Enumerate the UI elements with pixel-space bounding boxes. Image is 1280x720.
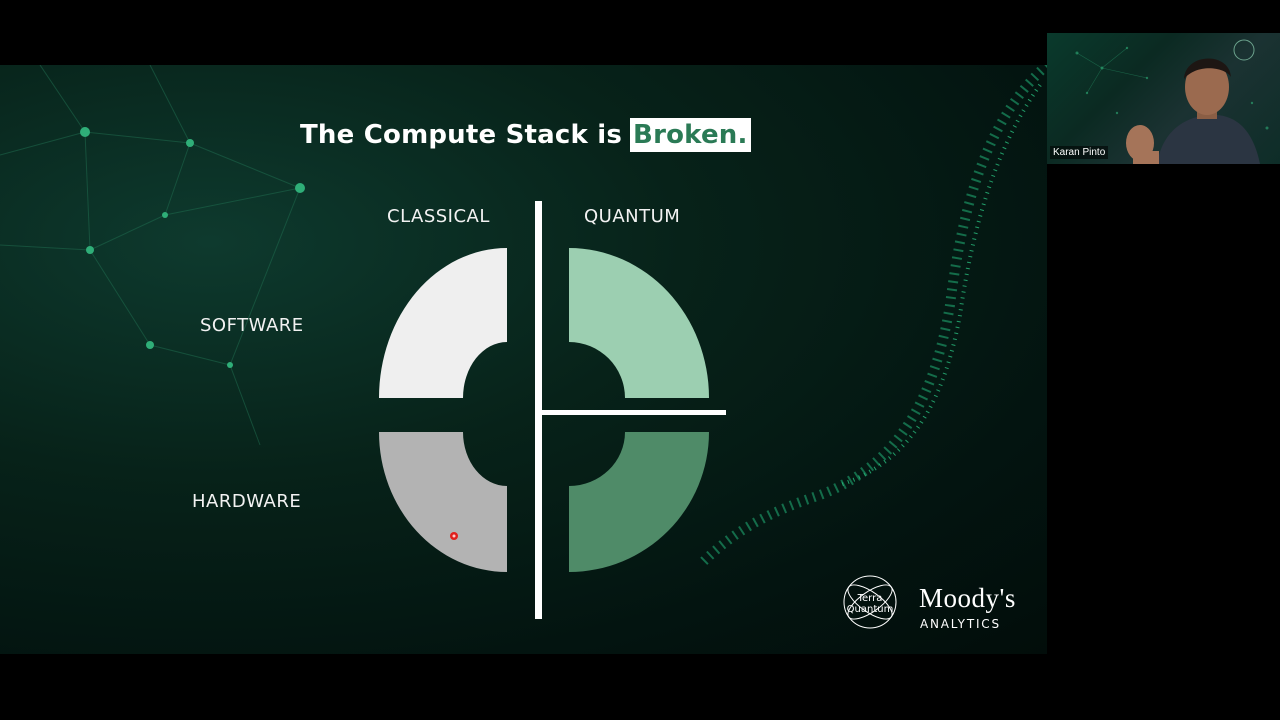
row-label-hardware: HARDWARE [192, 491, 302, 512]
title-text: The Compute Stack is [300, 120, 623, 150]
compute-stack-diagram [379, 201, 726, 619]
participant-video-feed [1075, 39, 1269, 164]
quantum-software-quadrant [569, 248, 709, 398]
classical-hardware-quadrant [379, 432, 507, 572]
network-background [0, 65, 1047, 569]
horizontal-divider [542, 410, 726, 415]
vertical-divider [535, 201, 542, 619]
quantum-hardware-quadrant [569, 432, 709, 572]
column-label-quantum: QUANTUM [584, 206, 681, 227]
participant-video-tile[interactable]: Karan Pinto [1047, 33, 1280, 164]
title-highlight: Broken. [630, 118, 751, 152]
terra-quantum-logo [843, 575, 897, 629]
row-label-software: SOFTWARE [200, 315, 304, 336]
presentation-slide: The Compute Stack is Broken. CLASSICAL Q… [0, 65, 1047, 654]
sponsor-logos: Terra Quantum Moody's ANALYTICS [840, 573, 1040, 633]
participant-name-label: Karan Pinto [1050, 146, 1109, 159]
column-label-classical: CLASSICAL [387, 206, 490, 227]
terra-quantum-wordmark: Terra Quantum [846, 593, 894, 615]
laser-pointer-icon [450, 532, 458, 540]
moodys-analytics-wordmark: ANALYTICS [920, 617, 1001, 631]
classical-software-quadrant [379, 248, 507, 398]
moodys-wordmark: Moody's [919, 583, 1016, 613]
slide-title: The Compute Stack is Broken. [300, 117, 751, 153]
